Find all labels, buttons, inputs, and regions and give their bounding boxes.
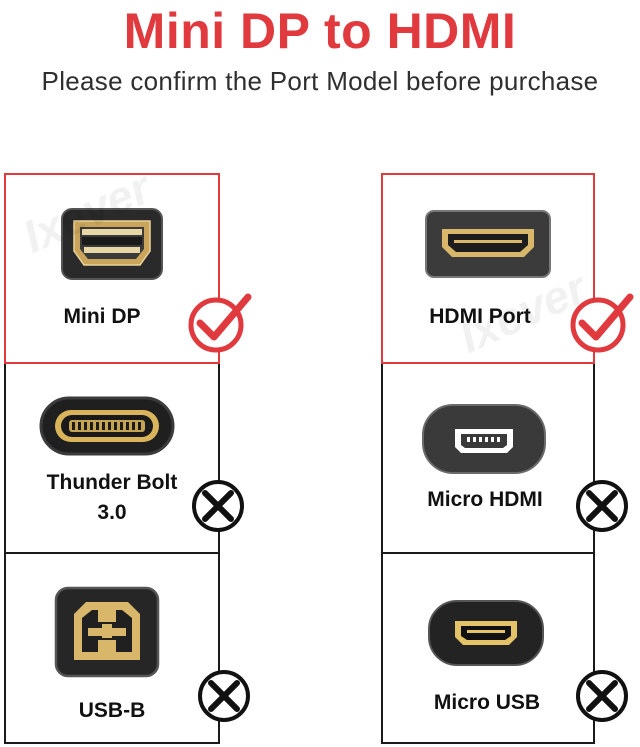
port-label-micro-hdmi: Micro HDMI xyxy=(427,488,543,511)
hdmi-port-icon xyxy=(424,209,552,284)
check-icon xyxy=(568,291,634,360)
port-card-micro-usb xyxy=(381,552,595,744)
usb-b-port-icon xyxy=(52,584,162,685)
check-icon xyxy=(186,291,252,360)
mini-dp-port-icon xyxy=(60,207,164,286)
port-label-thunderbolt: Thunder Bolt 3.0 xyxy=(46,471,178,524)
port-label-mini-dp: Mini DP xyxy=(63,305,141,328)
port-label-hdmi: HDMI Port xyxy=(429,305,531,328)
port-card-hdmi-selected: HDMI Port xyxy=(381,173,595,364)
page-title: Mini DP to HDMI xyxy=(123,3,517,59)
thunderbolt-port-icon xyxy=(39,396,175,461)
micro-hdmi-port-icon xyxy=(421,403,547,480)
cross-icon xyxy=(574,668,630,729)
port-label-usb-b: USB-B xyxy=(78,699,146,722)
port-card-usb-b xyxy=(4,552,220,744)
cross-icon xyxy=(574,478,630,539)
page-subtitle: Please confirm the Port Model before pur… xyxy=(41,66,599,96)
port-label-micro-usb: Micro USB xyxy=(433,691,541,714)
port-card-mini-dp-selected: Mini DP xyxy=(4,173,220,364)
cross-icon xyxy=(190,478,246,539)
cross-icon xyxy=(196,668,252,729)
micro-usb-port-icon xyxy=(427,599,545,672)
